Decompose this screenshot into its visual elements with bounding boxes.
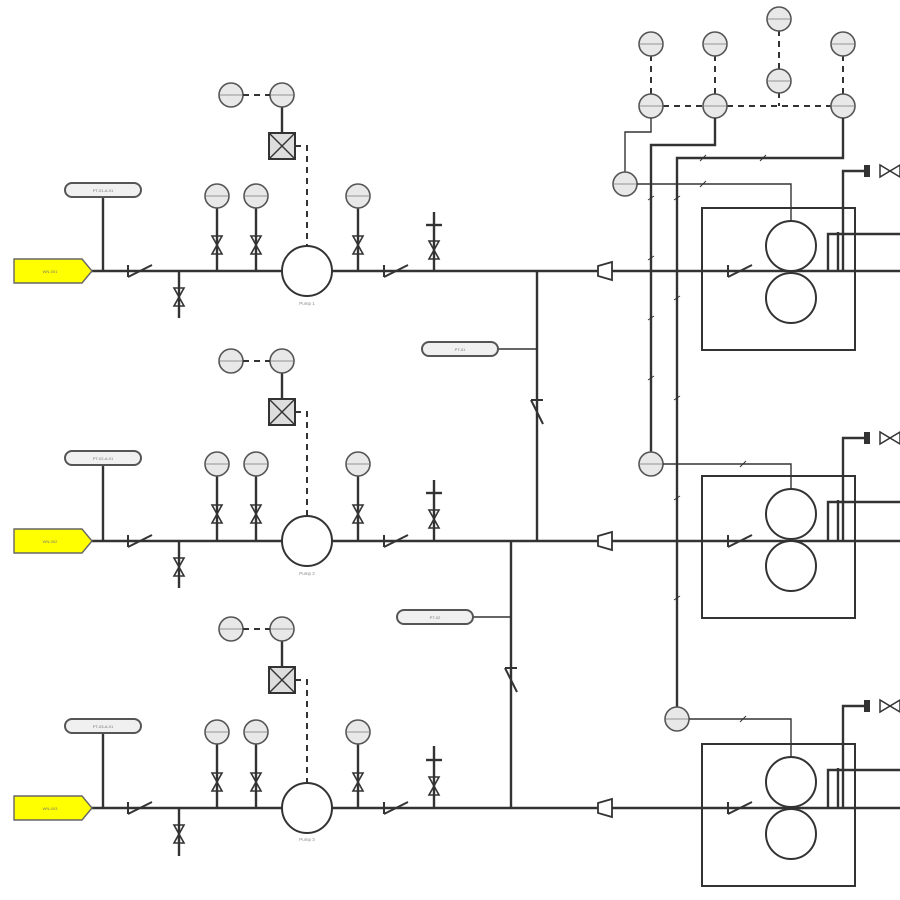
roller-bottom-icon <box>765 272 817 324</box>
pressure-indicator-icon[interactable] <box>243 183 269 209</box>
flow-transmitter-icon[interactable] <box>269 82 295 108</box>
header-pill-2[interactable] <box>64 450 142 466</box>
inlet-connector-1[interactable]: WN-001 <box>13 258 93 284</box>
temperature-indicator-icon[interactable] <box>702 31 728 57</box>
pump-label-1: Pump 1 <box>299 301 315 306</box>
outlet-pill-2[interactable] <box>396 609 474 625</box>
outlet-pill-1[interactable] <box>421 341 499 357</box>
inlet-tag-2: WN-002 <box>43 539 58 544</box>
inlet-connector-3[interactable]: WN-003 <box>13 795 93 821</box>
pressure-indicator-icon[interactable] <box>243 719 269 745</box>
outlet-pill-label-1: PT-01 <box>455 347 466 352</box>
temperature-transmitter-icon[interactable] <box>638 93 664 119</box>
temperature-transmitter-icon[interactable] <box>830 93 856 119</box>
roller-bottom-icon <box>765 540 817 592</box>
train-2: WN-002 PT-02-A-01 Pump 2 <box>13 348 900 619</box>
pump-icon[interactable] <box>281 245 333 297</box>
pressure-indicator-icon[interactable] <box>204 183 230 209</box>
pump-icon[interactable] <box>281 515 333 567</box>
reducer-icon <box>597 797 613 819</box>
train-3: WN-003 PT-03-A-01 Pump 3 <box>13 616 900 887</box>
flange-icon <box>864 700 870 712</box>
pressure-indicator-icon[interactable] <box>345 183 371 209</box>
reducer-icon <box>597 260 613 282</box>
temperature-controller-icon[interactable] <box>664 706 690 732</box>
temperature-indicator-icon[interactable] <box>766 6 792 32</box>
flow-controller-icon[interactable] <box>218 616 244 642</box>
pressure-indicator-icon[interactable] <box>204 719 230 745</box>
roller-top-icon <box>765 756 817 808</box>
flow-transmitter-icon[interactable] <box>269 616 295 642</box>
inlet-connector-2[interactable]: WN-002 <box>13 528 93 554</box>
header-pill-label-2: PT-02-A-01 <box>93 456 114 461</box>
pressure-indicator-icon[interactable] <box>204 451 230 477</box>
heat-exchanger-1[interactable] <box>701 207 856 351</box>
pressure-indicator-icon[interactable] <box>345 451 371 477</box>
roller-top-icon <box>765 220 817 272</box>
temperature-indicator-icon[interactable] <box>638 31 664 57</box>
inlet-tag-1: WN-001 <box>43 269 58 274</box>
pump-icon[interactable] <box>281 782 333 834</box>
temperature-control-network <box>612 6 856 757</box>
pressure-indicator-icon[interactable] <box>243 451 269 477</box>
temperature-transmitter-icon[interactable] <box>702 93 728 119</box>
flow-controller-icon[interactable] <box>218 82 244 108</box>
roller-bottom-icon <box>765 808 817 860</box>
flange-icon <box>864 165 870 177</box>
flange-icon <box>864 432 870 444</box>
flow-transmitter-icon[interactable] <box>269 348 295 374</box>
inlet-tag-3: WN-003 <box>43 806 58 811</box>
header-pill-1[interactable] <box>64 182 142 198</box>
temperature-controller-icon[interactable] <box>612 171 638 197</box>
reducer-icon <box>597 530 613 552</box>
flow-controller-icon[interactable] <box>218 348 244 374</box>
train-1: WN-001 PT-01-A-01 Pump 1 <box>13 82 900 351</box>
roller-top-icon <box>765 488 817 540</box>
temperature-transmitter-icon[interactable] <box>766 68 792 94</box>
header-pill-label-3: PT-03-A-01 <box>93 724 114 729</box>
temperature-controller-icon[interactable] <box>638 451 664 477</box>
temperature-indicator-icon[interactable] <box>830 31 856 57</box>
heat-exchanger-2[interactable] <box>701 475 856 619</box>
pump-label-2: Pump 2 <box>299 571 315 576</box>
outlet-pill-label-2: PT-02 <box>430 615 441 620</box>
cross-connections: PT-01 PT-02 <box>396 271 544 808</box>
pressure-indicator-icon[interactable] <box>345 719 371 745</box>
heat-exchanger-3[interactable] <box>701 743 856 887</box>
header-pill-3[interactable] <box>64 718 142 734</box>
pump-label-3: Pump 3 <box>299 837 315 842</box>
header-pill-label-1: PT-01-A-01 <box>93 188 114 193</box>
